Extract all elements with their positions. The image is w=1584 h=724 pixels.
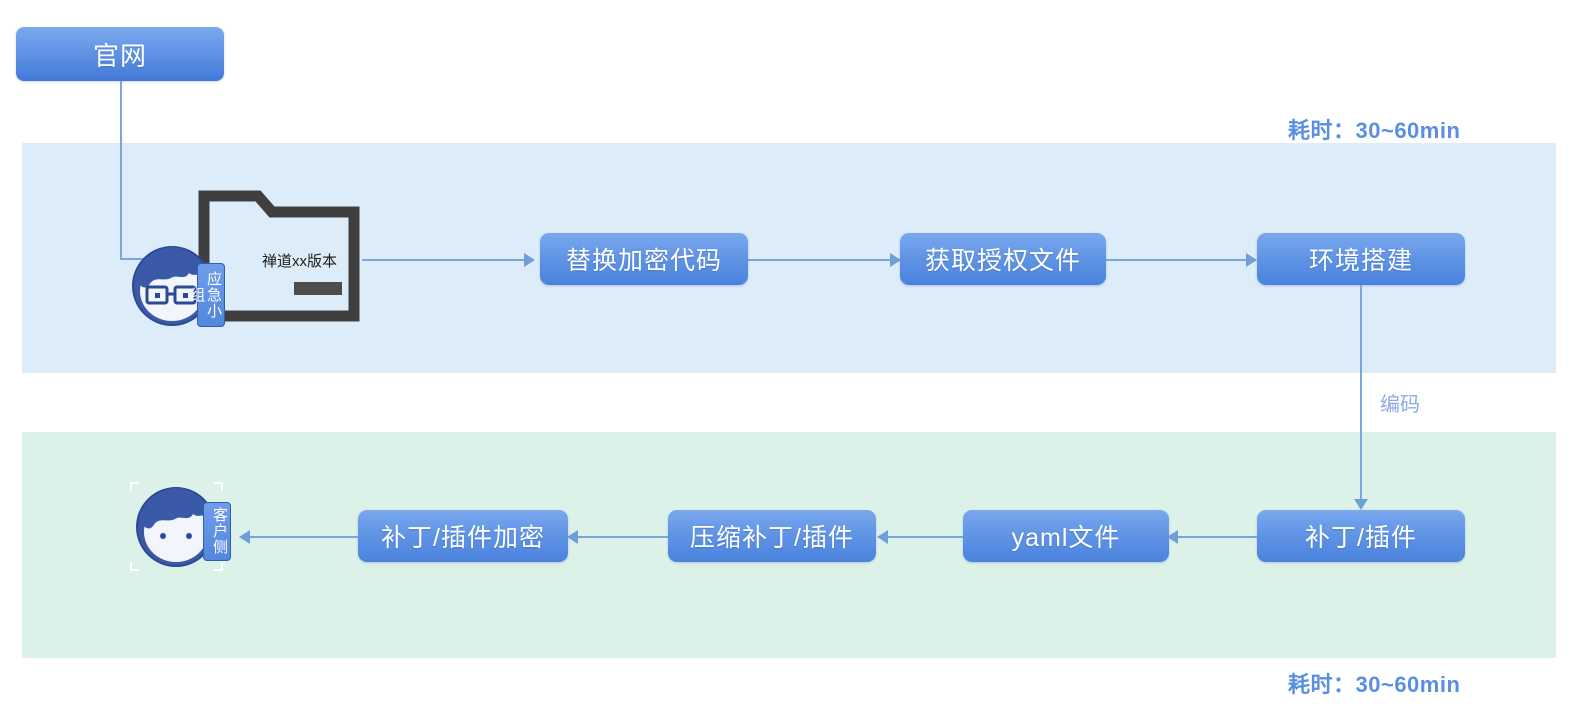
avatar-emergency-team-tag: 应急小组 [188, 263, 225, 327]
connector-get-license-to-env-setup [1106, 259, 1248, 261]
connector-env-setup-to-patch [1360, 285, 1362, 501]
arrowhead-to-patch [1354, 499, 1368, 510]
connector-yaml-to-compress [888, 536, 963, 538]
arrowhead-to-encrypt [567, 530, 578, 544]
node-official-website[interactable]: 官网 [16, 27, 224, 81]
selection-handle-top-left[interactable] [130, 482, 139, 491]
arrowhead-to-replace-code [524, 253, 535, 267]
arrowhead-to-customer [239, 530, 250, 544]
node-get-license-file[interactable]: 获取授权文件 [900, 233, 1106, 285]
artifact-folder-caption: 禅道xx版本 [262, 253, 338, 270]
connector-encrypt-to-customer [250, 536, 358, 538]
connector-replace-code-to-get-license [748, 259, 890, 261]
node-compress-patch-plugin[interactable]: 压缩补丁/插件 [668, 510, 876, 562]
node-encrypt-patch-plugin[interactable]: 补丁/插件加密 [358, 510, 568, 562]
connector-website-to-team-vertical [120, 81, 122, 259]
avatar-customer-side[interactable]: 客户侧 [135, 486, 231, 568]
avatar-emergency-team[interactable]: 应急小组 [131, 245, 225, 327]
connector-compress-to-encrypt [578, 536, 668, 538]
build-lane-duration-label: 耗时：30~60min [1288, 118, 1461, 143]
edge-label-coding: 编码 [1380, 394, 1420, 416]
artifact-folder-bar [294, 282, 342, 295]
delivery-lane-duration-label: 耗时：30~60min [1288, 672, 1461, 697]
connector-patch-to-yaml [1178, 536, 1257, 538]
node-patch-plugin[interactable]: 补丁/插件 [1257, 510, 1465, 562]
arrowhead-to-compress [877, 530, 888, 544]
node-environment-setup[interactable]: 环境搭建 [1257, 233, 1465, 285]
selection-handle-bottom-left[interactable] [130, 562, 139, 571]
arrowhead-to-get-license [890, 253, 901, 267]
node-yaml-file[interactable]: yaml文件 [963, 510, 1169, 562]
node-replace-encrypted-code[interactable]: 替换加密代码 [540, 233, 748, 285]
arrowhead-to-env-setup [1246, 253, 1257, 267]
selection-handle-bottom-right[interactable] [214, 562, 223, 571]
arrowhead-to-yaml [1167, 530, 1178, 544]
selection-handle-top-right[interactable] [214, 482, 223, 491]
connector-folder-to-replace-code [362, 259, 524, 261]
avatar-customer-side-tag: 客户侧 [203, 502, 231, 561]
connector-website-to-team-horizontal [120, 258, 148, 260]
